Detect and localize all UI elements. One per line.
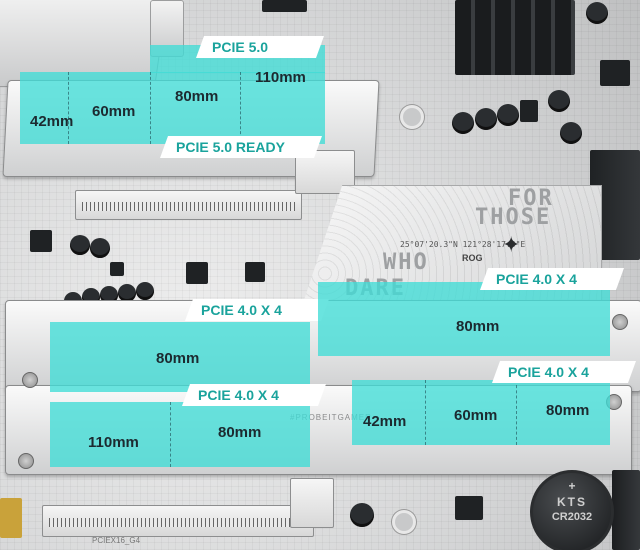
capacitor (100, 286, 118, 304)
screw (18, 453, 34, 469)
pcie40-label-bottom-left: PCIE 4.0 X 4 (182, 384, 326, 406)
rog-motto-line3: WHO (383, 250, 429, 275)
rog-coordinates: 25°07'20.3"N 121°28'17.3"E (400, 240, 526, 249)
m2-bottom-right-size-42: 42mm (363, 413, 407, 430)
m2-top-highlight (20, 72, 325, 144)
chip (0, 498, 22, 538)
divider (240, 72, 241, 144)
m2-top-size-60: 60mm (92, 103, 136, 120)
chip (110, 262, 124, 276)
m2-mid-left-size-80: 80mm (156, 350, 200, 367)
chip (245, 262, 265, 282)
pcie-slot-x16-top (75, 190, 302, 220)
m2-bottom-left-size-80: 80mm (218, 424, 262, 441)
pcie40-label-mid-left: PCIE 4.0 X 4 (185, 299, 329, 321)
capacitor (452, 112, 474, 134)
m2-top-size-42: 42mm (30, 113, 74, 130)
m2-bottom-right-size-80: 80mm (546, 402, 590, 419)
battery-brand: KTS (557, 495, 587, 509)
divider (170, 402, 171, 467)
pcie40-label-mid-right: PCIE 4.0 X 4 (480, 268, 624, 290)
capacitor (90, 238, 110, 258)
battery-model: CR2032 (551, 511, 593, 523)
capacitor (548, 90, 570, 112)
chip (262, 0, 307, 12)
m2-bottom-right-size-60: 60mm (454, 407, 498, 424)
capacitor (70, 235, 90, 255)
chip (455, 496, 483, 520)
screw (612, 314, 628, 330)
connector (612, 470, 640, 550)
m2-top-size-80: 80mm (175, 88, 219, 105)
chip (30, 230, 52, 252)
pcie40-label-bottom-right: PCIE 4.0 X 4 (492, 361, 636, 383)
m2-bottom-left-highlight (50, 402, 310, 467)
pcie-slot-latch (290, 478, 334, 528)
pcie-slot-x16-bottom (42, 505, 314, 537)
m2-mid-right-highlight (318, 282, 610, 356)
divider (150, 72, 151, 144)
rog-motto-line2: THOSE (475, 205, 552, 230)
gamer-tag-print: #PROBEITGAMER (290, 413, 372, 422)
divider (425, 380, 426, 445)
pcie50-label: PCIE 5.0 (196, 36, 324, 58)
m2-top-size-110: 110mm (255, 69, 306, 86)
star-icon: ✦ (502, 232, 521, 257)
m2-bottom-left-size-110: 110mm (88, 434, 139, 451)
mounting-hole (392, 510, 416, 534)
rog-brand-text: ROG (462, 253, 483, 263)
screw (22, 372, 38, 388)
m2-mid-left-highlight (50, 322, 310, 392)
mounting-hole (400, 105, 424, 129)
capacitor (118, 284, 136, 302)
m2-mid-right-size-80: 80mm (456, 318, 500, 335)
pcie50-ready-label: PCIE 5.0 READY (160, 136, 322, 158)
battery-plus: + (568, 479, 576, 493)
capacitor (560, 122, 582, 144)
cmos-battery: + KTS CR2032 (530, 470, 614, 550)
m2-bottom-right-highlight (352, 380, 610, 445)
fan-header (455, 0, 575, 75)
capacitor (350, 503, 374, 527)
capacitor (497, 104, 519, 126)
divider (68, 72, 69, 144)
capacitor (136, 282, 154, 300)
rog-motto-line1: FOR (508, 186, 554, 211)
chip (520, 100, 538, 122)
divider (516, 380, 517, 445)
chip (186, 262, 208, 284)
slot-print: PCIEX16_G4 (92, 536, 141, 545)
capacitor (475, 108, 497, 130)
chip (600, 60, 630, 86)
capacitor (586, 2, 608, 24)
